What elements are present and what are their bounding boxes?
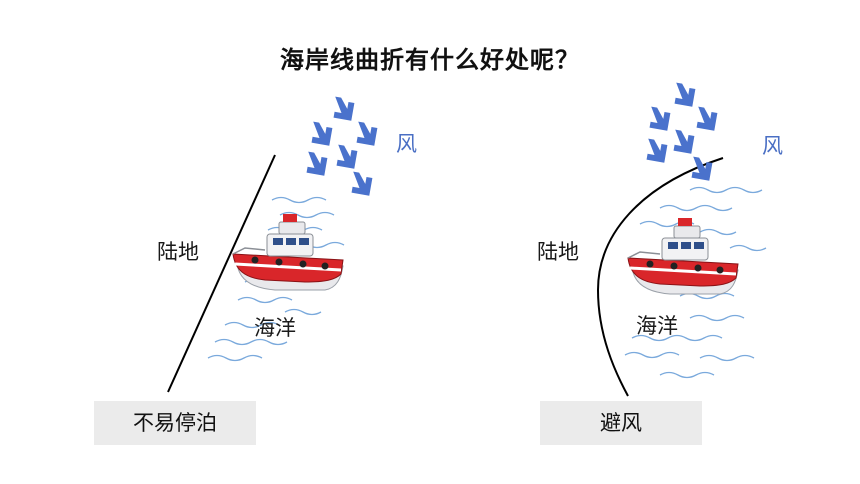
wind-arrow-icon (304, 151, 328, 176)
curved-coastline (596, 157, 724, 397)
wind-arrow-icon (334, 144, 358, 169)
land-label-right: 陆地 (537, 240, 579, 264)
right-waves (624, 186, 767, 379)
wind-arrow-icon (694, 106, 718, 131)
right-wind-arrows (644, 82, 718, 181)
wind-arrow-icon (647, 106, 671, 131)
caption-left: 不易停泊 (94, 401, 256, 445)
wind-arrow-icon (331, 96, 355, 121)
page-title: 海岸线曲折有什么好处呢？ (280, 46, 580, 74)
wind-arrow-icon (644, 138, 668, 163)
wind-arrow-icon (672, 82, 696, 107)
wind-arrow-icon (671, 129, 695, 154)
caption-right: 避风 (540, 401, 702, 445)
wind-arrow-icon (309, 121, 333, 146)
wind-label-left: 风 (396, 132, 417, 156)
land-label-left: 陆地 (157, 240, 199, 264)
sea-label-left: 海洋 (254, 316, 296, 340)
wind-arrow-icon (349, 171, 373, 196)
sea-label-right: 海洋 (636, 314, 678, 338)
boat-icon (626, 216, 740, 296)
wind-label-right: 风 (762, 134, 783, 158)
boat-icon (231, 212, 345, 292)
straight-coastline (167, 154, 276, 393)
left-wind-arrows (304, 96, 378, 196)
wind-arrow-icon (354, 121, 378, 146)
